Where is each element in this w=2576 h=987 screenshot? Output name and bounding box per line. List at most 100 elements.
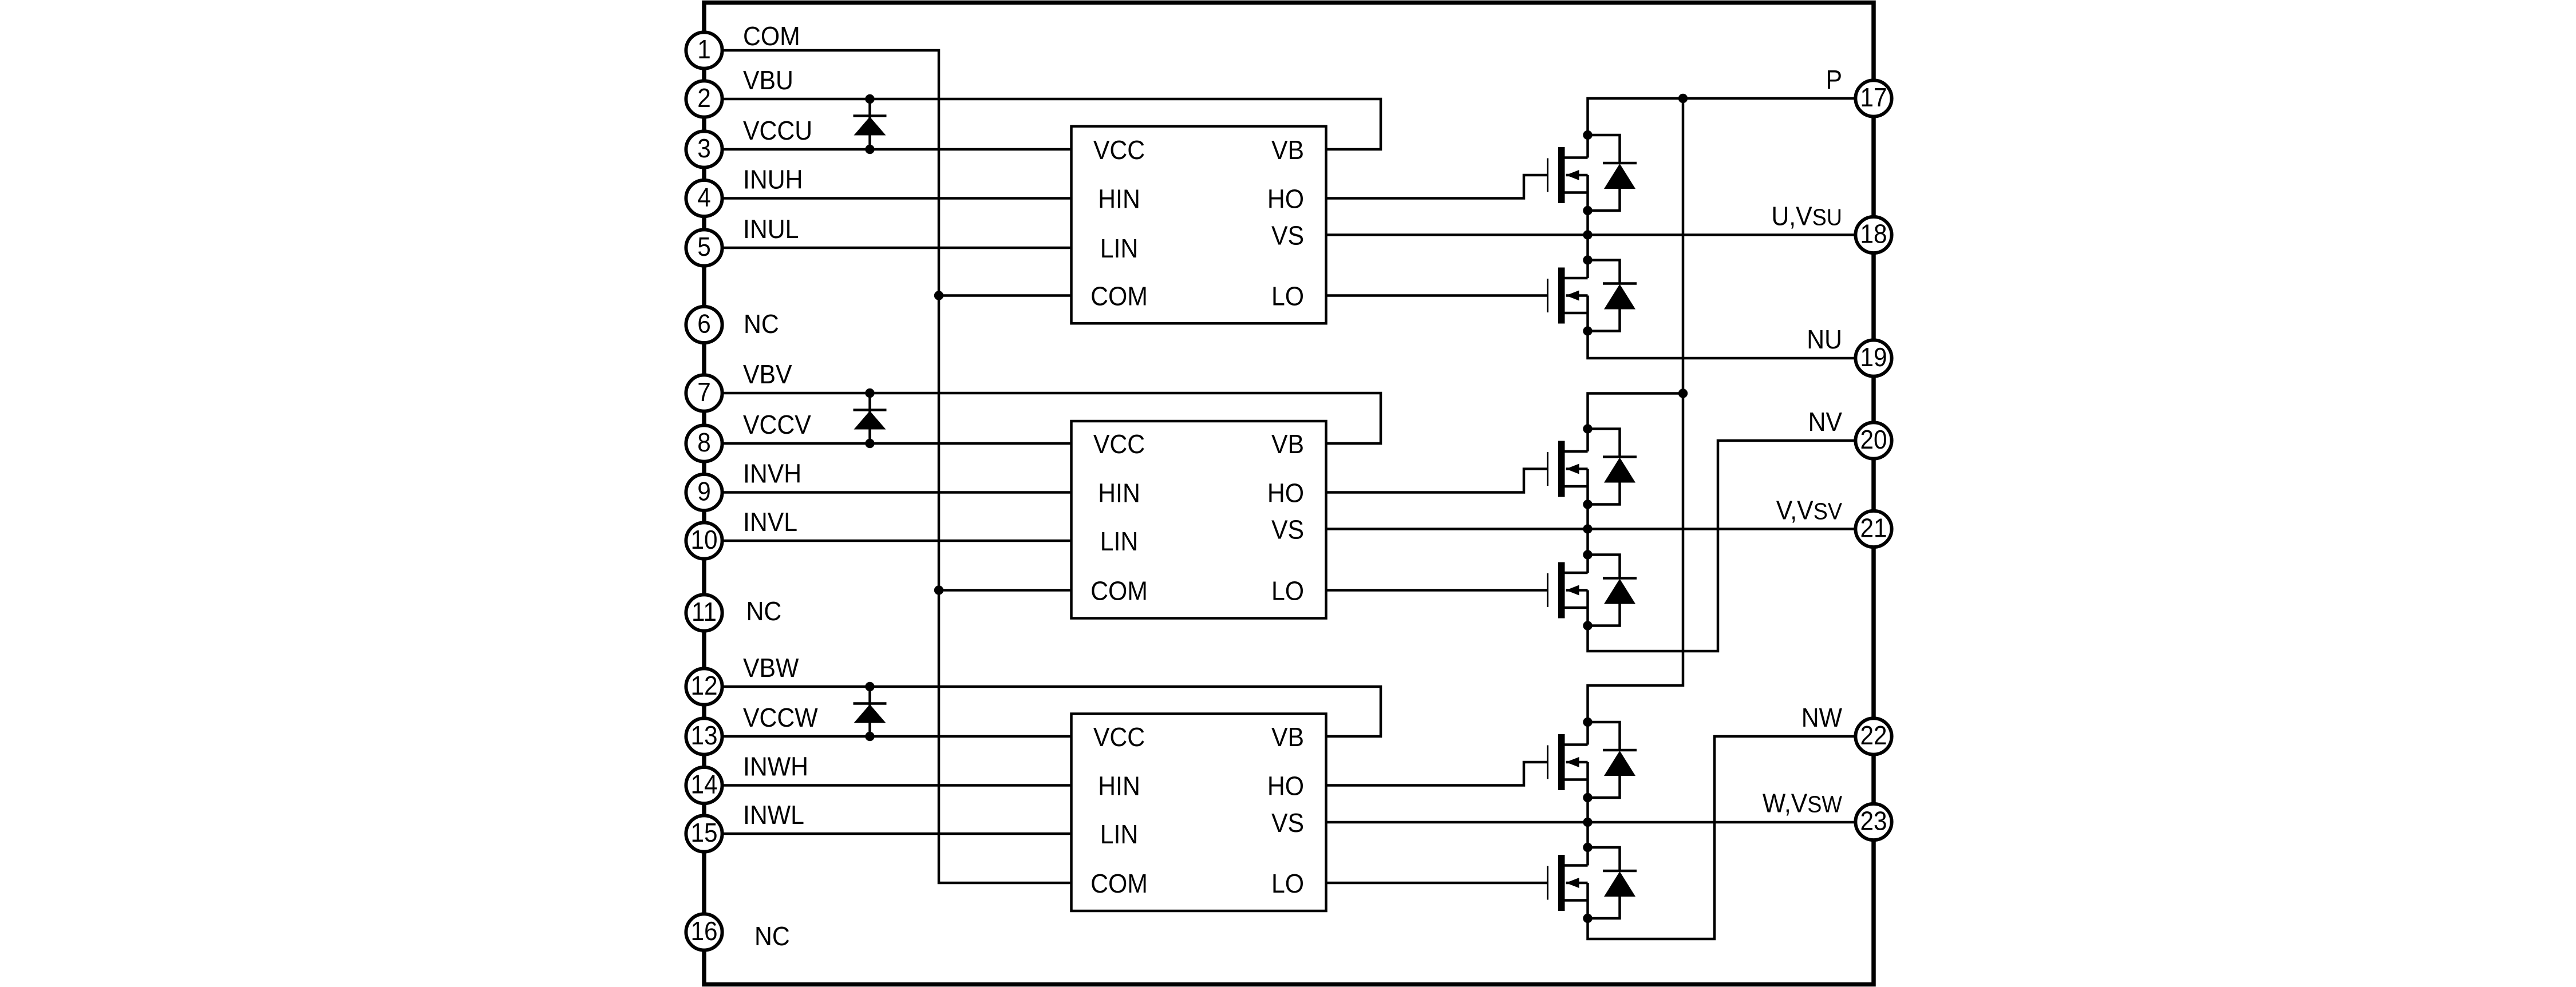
junction-dot bbox=[1678, 389, 1688, 398]
junction-dot bbox=[1583, 621, 1593, 631]
mosfet-low-side-w-diode-lead-top bbox=[1587, 846, 1621, 871]
pin-label-21-main: V,V bbox=[1776, 496, 1814, 525]
pin-number-14: 14 bbox=[690, 770, 717, 799]
mosfet-high-side-u-diode-lead-bottom bbox=[1587, 189, 1621, 212]
pin-label-22: NW bbox=[1801, 703, 1842, 732]
mosfet-low-side-w bbox=[1547, 846, 1637, 920]
gate-driver-w-label-com: COM bbox=[1091, 869, 1148, 898]
mosfet-low-side-v-body-arrow bbox=[1566, 585, 1579, 596]
wire-ho-u bbox=[1326, 173, 1547, 200]
pin-number-7: 7 bbox=[697, 378, 711, 407]
pin-circle-19 bbox=[1854, 338, 1894, 378]
layer-components bbox=[853, 93, 1688, 923]
mosfet-low-side-v-diode-lead-top bbox=[1587, 553, 1621, 578]
gate-driver-w-box bbox=[1070, 712, 1327, 913]
pin-circle-22 bbox=[1854, 716, 1894, 756]
pin-label-17: P bbox=[1826, 65, 1842, 94]
mosfet-high-side-v-body-arrow bbox=[1566, 463, 1579, 474]
pin-label-5: INUL bbox=[743, 215, 799, 244]
mosfet-high-side-w-body-arrow bbox=[1566, 757, 1579, 767]
gate-driver-u-label-vb: VB bbox=[1271, 136, 1304, 165]
gate-driver-w-label-hin: HIN bbox=[1098, 772, 1140, 801]
pin-number-5: 5 bbox=[697, 232, 711, 261]
gate-driver-v-label-vcc: VCC bbox=[1093, 430, 1145, 459]
mosfet-low-side-w-diode-lead-bottom bbox=[1587, 897, 1621, 920]
pin-number-16: 16 bbox=[690, 917, 717, 946]
pin-label-23: W,VSW bbox=[1763, 789, 1843, 818]
gate-driver-u-label-lo: LO bbox=[1271, 282, 1304, 311]
gate-driver-v-label-hin: HIN bbox=[1098, 479, 1140, 508]
gate-driver-v-label-com: COM bbox=[1091, 577, 1148, 606]
gate-driver-w-label-vcc: VCC bbox=[1093, 723, 1145, 752]
pin-label-21: V,VSV bbox=[1776, 496, 1843, 525]
mosfet-low-side-w-body-arrow bbox=[1566, 878, 1579, 888]
bootstrap-diode-v bbox=[853, 393, 887, 443]
gate-driver-v-label-ho: HO bbox=[1267, 479, 1304, 508]
bootstrap-diode-w bbox=[853, 687, 887, 736]
pin-circle-2 bbox=[684, 79, 724, 119]
pin-circle-17 bbox=[1854, 78, 1894, 118]
mosfet-high-side-v-channel-bar bbox=[1558, 441, 1565, 497]
wire-ho-w bbox=[1326, 760, 1547, 787]
pin-label-23-sub: SW bbox=[1807, 791, 1843, 818]
net-nu bbox=[1586, 295, 1874, 360]
pin-circle-18 bbox=[1854, 215, 1894, 255]
gate-driver-u bbox=[1070, 125, 1327, 325]
pin-circle-7 bbox=[684, 373, 724, 413]
pin-circle-3 bbox=[684, 129, 724, 169]
junction-dot bbox=[1583, 500, 1593, 509]
junction-dot bbox=[865, 681, 875, 692]
junction-dot bbox=[1583, 130, 1593, 140]
junction-dot bbox=[1583, 230, 1593, 240]
junction-dot bbox=[865, 388, 875, 398]
mosfet-high-side-v bbox=[1547, 427, 1637, 506]
pin-circle-6 bbox=[684, 304, 724, 345]
pin-label-20: NV bbox=[1808, 407, 1843, 437]
pin-number-1: 1 bbox=[697, 35, 711, 64]
junction-dot bbox=[1583, 550, 1593, 560]
pin-number-10: 10 bbox=[690, 525, 717, 554]
mosfet-high-side-v-diode-lead-bottom bbox=[1587, 482, 1621, 506]
pin-number-6: 6 bbox=[697, 310, 711, 339]
mosfet-low-side-w-channel-bar bbox=[1558, 855, 1565, 911]
gate-driver-v-label-lin: LIN bbox=[1100, 527, 1139, 556]
pin-circle-13 bbox=[684, 716, 724, 756]
pin-circle-11 bbox=[684, 593, 724, 633]
pin-label-13: VCCW bbox=[743, 703, 818, 732]
pin-number-11: 11 bbox=[692, 597, 717, 627]
mosfet-high-side-w-channel-bar bbox=[1558, 734, 1565, 790]
mosfet-high-side-w-diode-lead-top bbox=[1587, 720, 1621, 750]
junction-dot bbox=[1583, 842, 1593, 853]
pin-circle-23 bbox=[1854, 802, 1894, 842]
mosfet-low-side-w-diode-anode-triangle bbox=[1604, 871, 1635, 897]
pin-label-12: VBW bbox=[743, 653, 799, 683]
junction-dot bbox=[865, 144, 875, 154]
mosfet-high-side-u-channel-bar bbox=[1558, 147, 1565, 203]
gate-driver-w-label-ho: HO bbox=[1267, 772, 1304, 801]
gate-driver-v-label-vb: VB bbox=[1271, 430, 1304, 459]
pin-number-15: 15 bbox=[690, 818, 717, 847]
mosfet-low-side-v bbox=[1547, 553, 1637, 627]
pin-circle-4 bbox=[684, 178, 724, 219]
layer-wires bbox=[702, 0, 1876, 987]
gate-driver-u-label-vcc: VCC bbox=[1093, 136, 1145, 165]
junction-dot bbox=[1583, 817, 1593, 827]
pin-label-3: VCCU bbox=[743, 116, 812, 145]
gate-driver-u-label-hin: HIN bbox=[1098, 185, 1140, 214]
pin-number-17: 17 bbox=[1860, 83, 1887, 112]
net-p-bus bbox=[1586, 98, 1685, 745]
gate-driver-u-label-com: COM bbox=[1091, 282, 1148, 311]
bootstrap-diode-u bbox=[853, 99, 887, 149]
pin-circle-8 bbox=[684, 423, 724, 463]
pin-number-12: 12 bbox=[690, 671, 717, 700]
mosfet-high-side-u bbox=[1547, 133, 1637, 212]
pin-number-4: 4 bbox=[697, 183, 711, 212]
junction-dot bbox=[934, 291, 944, 300]
pin-label-16: NC bbox=[754, 922, 790, 951]
junction-dot bbox=[865, 731, 875, 742]
pin-label-6: NC bbox=[744, 310, 779, 339]
junction-dot bbox=[1583, 424, 1593, 434]
mosfet-low-side-u-diode-lead-top bbox=[1587, 259, 1621, 284]
